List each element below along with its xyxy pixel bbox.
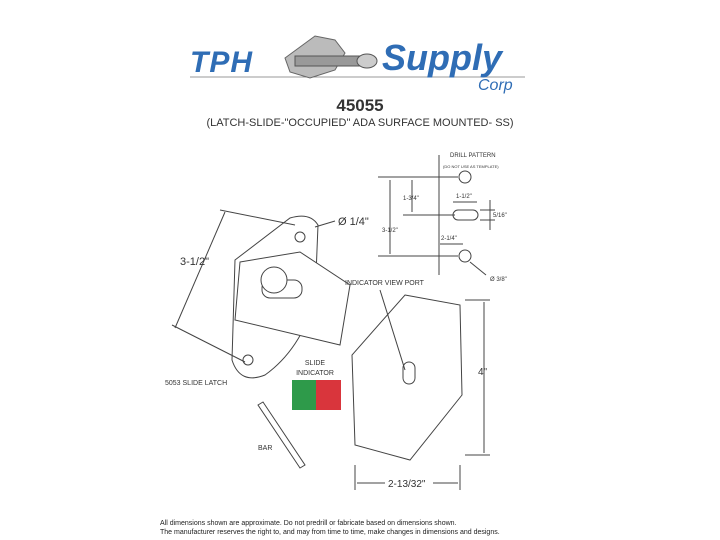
- latch-name: 5053 SLIDE LATCH: [165, 380, 227, 387]
- drill-pattern-drawing: [378, 155, 495, 276]
- indicator-green-swatch: [292, 380, 316, 410]
- bar-label: BAR: [258, 445, 272, 452]
- drill-pattern-note: (DO NOT USE AS TEMPLATE): [443, 164, 499, 169]
- logo-graphic: [190, 35, 525, 79]
- latch-height-dim: 3-1/2": [180, 256, 209, 268]
- disclaimer: All dimensions shown are approximate. Do…: [160, 519, 500, 537]
- logo-supply: Supply: [382, 37, 503, 78]
- logo-corp: Corp: [478, 77, 513, 94]
- drill-dim-offset: 2-1/4": [441, 236, 457, 242]
- drill-dim-top: 1-3/4": [403, 196, 419, 202]
- latch-hole-dim: Ø 1/4": [338, 216, 369, 228]
- view-port-label: INDICATOR VIEW PORT: [345, 280, 425, 287]
- view-port-plate: [351, 294, 463, 461]
- drill-dim-slot-width: 1-1/2": [456, 194, 472, 200]
- drill-dim-hole: Ø 3/8": [490, 277, 507, 283]
- drill-dim-total: 3-1/2": [382, 228, 398, 234]
- part-description: (LATCH-SLIDE-"OCCUPIED" ADA SURFACE MOUN…: [206, 117, 514, 129]
- drill-pattern-title: DRILL PATTERN: [450, 153, 496, 159]
- indicator-label-2: INDICATOR: [296, 370, 334, 377]
- part-number: 45055: [336, 96, 384, 115]
- latch-drawing: [171, 209, 351, 379]
- view-port-width-dim: 2-13/32": [388, 479, 426, 490]
- drill-dim-slot-height: 5/16": [493, 213, 507, 219]
- bar-drawing: [257, 401, 306, 469]
- indicator-red-swatch: [316, 380, 341, 410]
- view-port-height-dim: 4": [478, 367, 488, 378]
- disclaimer-line-1: All dimensions shown are approximate. Do…: [160, 520, 457, 527]
- logo-tph: TPH: [190, 46, 253, 79]
- indicator-label-1: SLIDE: [305, 360, 326, 367]
- disclaimer-line-2: The manufacturer reserves the right to, …: [160, 529, 500, 536]
